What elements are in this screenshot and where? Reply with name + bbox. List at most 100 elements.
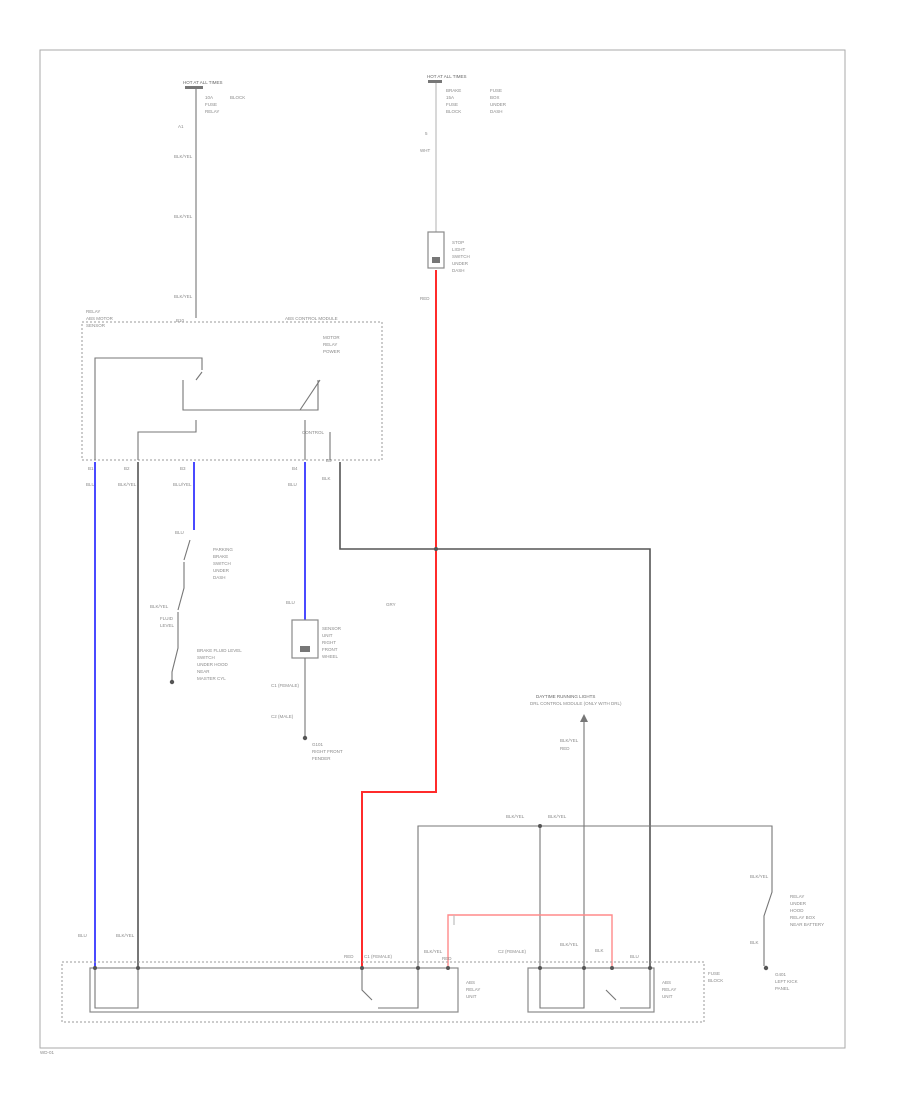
sensor-ground-3: FENDER [312,756,331,761]
stop-light-label-1: STOP [452,240,464,245]
left-block-label-2: RELAY [466,987,480,992]
abs-internal-coil [182,380,319,411]
sensor-wire-top: BLU [286,600,295,605]
top-right-header: HOT AT ALL TIMES [427,74,467,79]
abs-wire-3: BLU/YEL [173,482,192,487]
sensor-ground-2: RIGHT FRONT [312,749,343,754]
junction-4 [416,966,420,970]
far-right-node [763,965,769,971]
mid-wire-label: GRY [386,602,396,607]
sensor-ground-node [302,735,308,741]
top-right-side-label-4: DASH [490,109,503,114]
far-right-relay: BLK/YEL BLK RELAY UNDER HOOD RELAY BOX N… [750,860,824,991]
pb-label-c2: SWITCH [197,655,215,660]
pb-ground-node [169,679,175,685]
pb-label-3: SWITCH [213,561,231,566]
junction-gry [434,547,438,551]
bottom-left-pin-1: BLU [78,933,87,938]
pb-wire-mid: BLK/YEL [150,604,169,609]
far-right-ground-3: PANEL [775,986,790,991]
abs-wire-4: BLU [288,482,297,487]
top-right-fuse-bar [428,80,442,83]
pb-label-c5: MASTER CYL [197,676,226,681]
drl-arrow-head [580,714,588,722]
pb-label-c3: UNDER HOOD [197,662,229,667]
pb-label-1: PARKING [213,547,233,552]
sensor-ground-1: G101 [312,742,324,747]
abs-wire-1: BLU [86,482,95,487]
top-right-fuse-label-4: BLOCK [446,109,461,114]
far-right-label-5: NEAR BATTERY [790,922,824,927]
abs-internal-link [137,420,197,460]
sensor-label-1: SENSOR [322,626,342,631]
bottom-strip [61,961,705,1023]
parking-brake-switch: BLU PARKING BRAKE SWITCH UNDER DASH BLK/… [150,530,242,685]
bottom-conn-label-3: BLK/YEL [424,949,443,954]
abs-left-label-1: RELAY [86,309,100,314]
sensor-unit [291,619,319,659]
top-left-fuse-label-2: FUSE [205,102,217,107]
abs-module-title: ABS CONTROL MODULE [285,316,338,321]
top-left-wire-c: BLK/YEL [174,294,193,299]
left-unit-link-b [361,968,419,1009]
stop-light-switch [427,231,445,269]
left-unit-link-a [94,968,139,1009]
left-relay-unit [89,967,459,1013]
far-right-wire-1: BLK/YEL [750,874,769,879]
abs-right-label-2: RELAY [323,342,337,347]
bottom-conn-label-2: C1 (FEMALE) [364,954,393,959]
junction-7 [582,966,586,970]
top-right-side-label-1: FUSE [490,88,502,93]
top-left-fuse-label-3: RELAY [205,109,219,114]
top-right-source: HOT AT ALL TIMES BRAKE 15A FUSE BLOCK FU… [420,74,507,301]
right-block-label-1: ABS [662,980,671,985]
junction-9 [648,966,652,970]
drl-wire-b: RED [560,746,570,751]
abs-module-box [81,321,383,461]
top-left-wire-b: BLK/YEL [174,214,193,219]
right-unit-link [539,968,651,1009]
drl-section: DAYTIME RUNNING LIGHTS DRL CONTROL MODUL… [530,694,622,968]
right-conn-label-2: BLK/YEL [560,942,579,947]
far-right-label-4: RELAY BOX [790,915,815,920]
abs-right-label-1: MOTOR [323,335,340,340]
drl-title: DAYTIME RUNNING LIGHTS [536,694,595,699]
bottom-conn-label-4: RED [442,956,452,961]
far-right-label-1: RELAY [790,894,804,899]
stop-light-label-4: UNDER [452,261,469,266]
mini-label-1: FUSE [708,971,720,976]
pb-label-4: UNDER [213,568,230,573]
far-right-ground-1: G401 [775,972,787,977]
bus-wire-label-1: BLK/YEL [506,814,525,819]
junction-3 [360,966,364,970]
top-left-conn: A1 [178,124,184,129]
pb-label-c1: BRAKE FLUID LEVEL [197,648,242,653]
left-block-label-3: UNIT [466,994,477,999]
abs-left-label-3: SENSOR [86,323,106,328]
top-left-fuse-bar [185,86,203,89]
pb-label-2: BRAKE [213,554,228,559]
abs-control-module: ABS CONTROL MODULE RELAY ABS MOTOR SENSO… [81,309,383,487]
pb-top-wire: BLU [175,530,184,535]
stop-light-switch-contact [432,257,440,263]
top-right-side-label-2: BOX [490,95,500,100]
bottom-connectors: BLU BLK/YEL RED C1 (FEMALE) BLK/YEL RED … [61,547,723,1023]
right-block-label-2: RELAY [662,987,676,992]
sensor-label-4: FRONT [322,647,338,652]
top-left-source: HOT AT ALL TIMES 10A FUSE RELAY BLOCK A1… [174,80,245,323]
right-conn-label-1: C2 (FEMALE) [498,949,527,954]
abs-inner-label: CONTROL [302,430,324,435]
abs-internal-top [94,357,203,460]
wire-gry [339,462,651,968]
top-right-fuse-label-3: FUSE [446,102,458,107]
top-right-wire-top: WHT [420,148,430,153]
lower-bus [417,825,773,968]
bottom-left-pin-2: BLK/YEL [116,933,135,938]
top-left-wire-a: BLK/YEL [174,154,193,159]
right-conn-label-4: BLU [630,954,639,959]
drl-wire-a: BLK/YEL [560,738,579,743]
stop-light-label-5: DASH [452,268,465,273]
left-block-label-1: ABS [466,980,475,985]
abs-pin-1: B1 [88,466,94,471]
